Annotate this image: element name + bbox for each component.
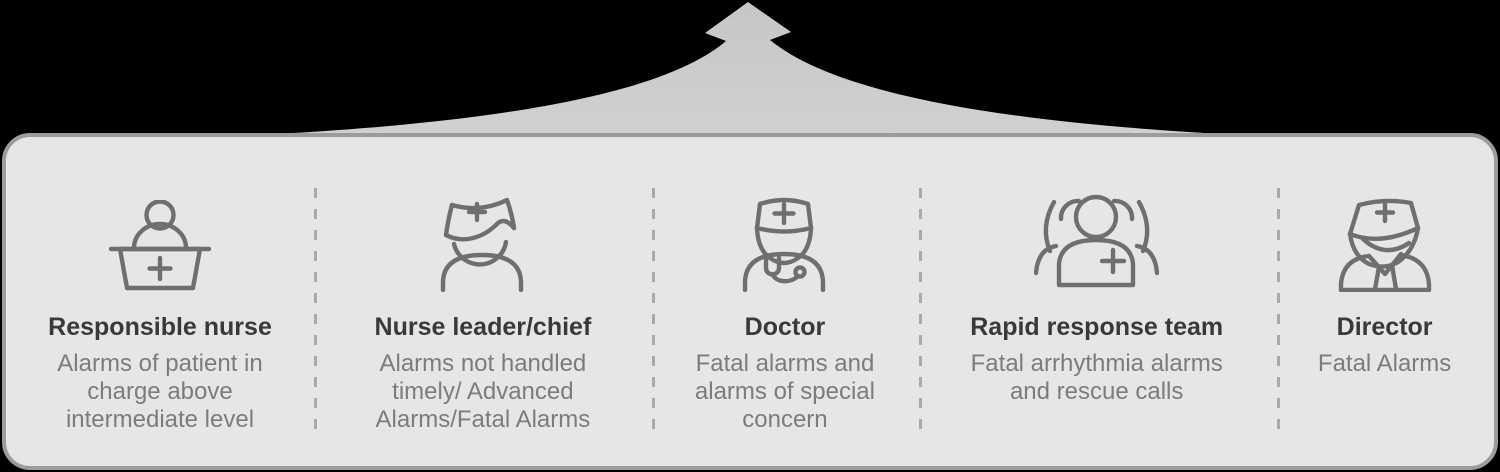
levels-panel: Responsible nurse Alarms of patient in c… <box>2 133 1498 470</box>
level-title: Doctor <box>744 313 826 341</box>
level-description: Fatal Alarms <box>1317 350 1452 377</box>
escalation-arrow <box>186 2 1312 138</box>
section-divider <box>314 188 317 432</box>
level-description: Alarms not handled timely/ Advanced Alar… <box>375 350 591 433</box>
level-title: Nurse leader/chief <box>374 313 592 341</box>
rapid-response-team-icon <box>1034 194 1160 292</box>
level-title: Rapid response team <box>970 313 1224 341</box>
section-divider <box>652 188 655 432</box>
reception-nurse-icon <box>108 195 212 292</box>
section-divider <box>1277 188 1280 432</box>
level-description: Fatal arrhythmia alarms and rescue calls <box>970 350 1223 405</box>
level-section-director: Director Fatal Alarms <box>1275 137 1494 466</box>
level-section-nurse-leader: Nurse leader/chief Alarms not handled ti… <box>314 137 652 466</box>
level-title: Director <box>1336 313 1433 341</box>
director-icon <box>1335 195 1435 292</box>
level-description: Fatal alarms and alarms of special conce… <box>694 350 875 433</box>
nurse-leader-icon <box>435 195 530 292</box>
level-section-doctor: Doctor Fatal alarms and alarms of specia… <box>652 137 918 466</box>
doctor-icon <box>737 195 832 292</box>
level-section-responsible-nurse: Responsible nurse Alarms of patient in c… <box>6 137 314 466</box>
level-description: Alarms of patient in charge above interm… <box>57 350 263 433</box>
level-title: Responsible nurse <box>48 313 272 341</box>
level-section-rapid-response-team: Rapid response team Fatal arrhythmia ala… <box>918 137 1275 466</box>
section-divider <box>919 188 922 432</box>
